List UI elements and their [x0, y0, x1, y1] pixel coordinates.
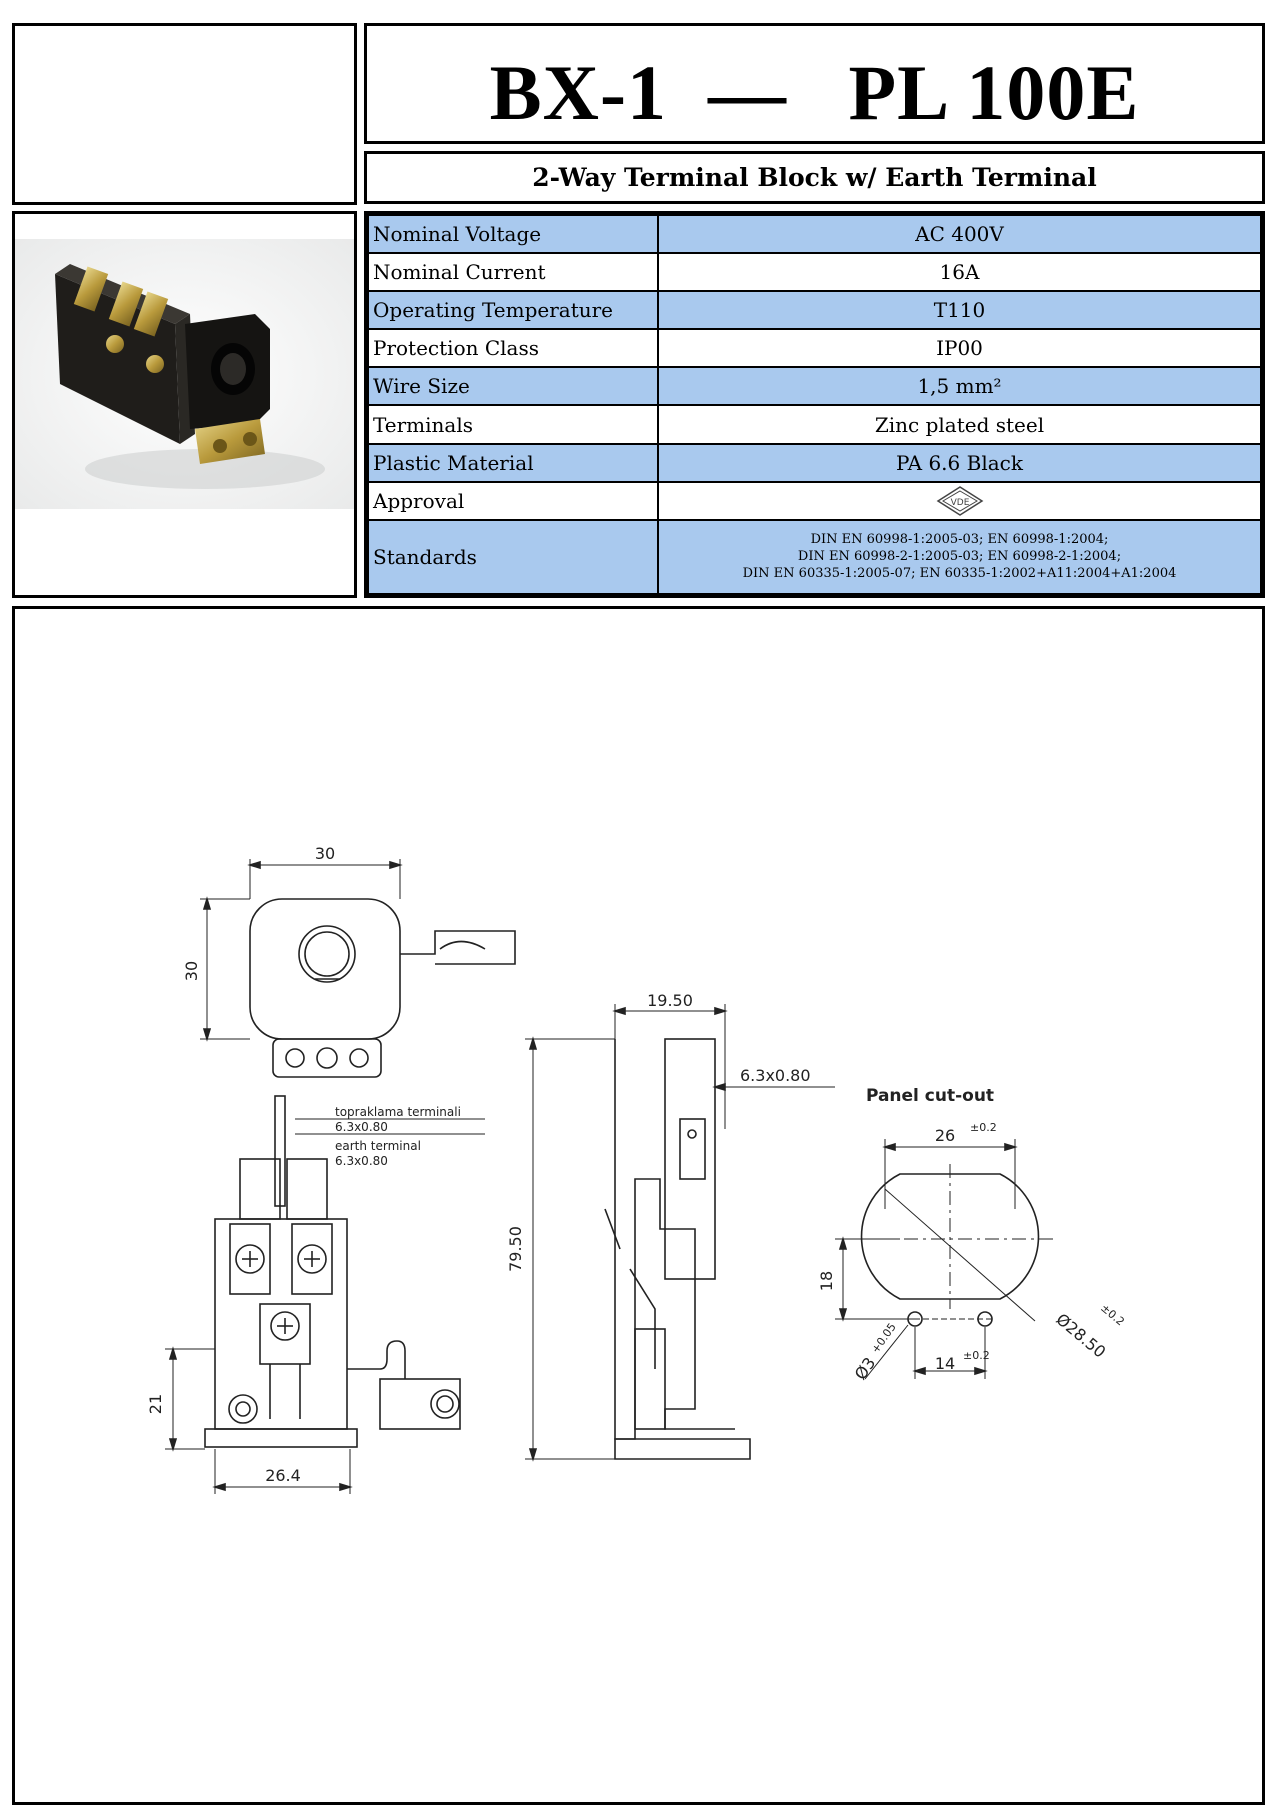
spec-value: PA 6.6 Black — [657, 442, 1262, 483]
label-terminal-en-size: 6.3x0.80 — [335, 1154, 388, 1168]
spec-row: Approval VDE — [367, 480, 1262, 521]
spec-label: Plastic Material — [367, 442, 659, 483]
subtitle-box: 2-Way Terminal Block w/ Earth Terminal — [364, 151, 1265, 204]
spec-label: Nominal Current — [367, 252, 659, 293]
spec-label: Standards — [367, 518, 659, 596]
spec-row: Standards DIN EN 60998-1:2005-03; EN 609… — [367, 518, 1262, 596]
spec-label: Wire Size — [367, 366, 659, 407]
spec-label: Nominal Voltage — [367, 213, 659, 255]
panel-26-tol: ±0.2 — [970, 1121, 997, 1134]
standards-line: DIN EN 60998-2-1:2005-03; EN 60998-2-1:2… — [797, 549, 1122, 565]
dim-tab: 6.3x0.80 — [740, 1066, 811, 1085]
spec-row: Wire Size 1,5 mm² — [367, 366, 1262, 407]
dim-front-width: 26.4 — [265, 1466, 301, 1485]
panel-title: Panel cut-out — [866, 1086, 994, 1106]
spec-label: Operating Temperature — [367, 290, 659, 331]
spec-row: Terminals Zinc plated steel — [367, 404, 1262, 445]
spec-table: Nominal Voltage AC 400V Nominal Current … — [367, 213, 1262, 596]
dim-side-depth: 19.50 — [647, 991, 693, 1010]
vde-mark-icon: VDE — [936, 485, 983, 516]
label-terminal-tr: topraklama terminali — [335, 1105, 461, 1119]
panel-dia: Ø28.50 — [1052, 1310, 1109, 1362]
panel-hole-tol: +0.05 — [869, 1321, 899, 1356]
panel-hole: Ø3 — [851, 1354, 880, 1384]
logo-box — [12, 23, 357, 205]
title-box: BX-1 — PL 100E — [364, 23, 1265, 144]
dim-front-21: 21 — [146, 1394, 165, 1414]
dim-top-height: 30 — [182, 961, 201, 981]
panel-cutout: Panel cut-out 26 ±0.2 Ø28.50 ±0.2 18 — [817, 1086, 1127, 1383]
spec-row: Plastic Material PA 6.6 Black — [367, 442, 1262, 483]
spec-label: Terminals — [367, 404, 659, 445]
side-view: 19.50 6.3x0.80 79.50 — [506, 991, 835, 1462]
product-subtitle: 2-Way Terminal Block w/ Earth Terminal — [532, 163, 1097, 192]
standards-cell: DIN EN 60998-1:2005-03; EN 60998-1:2004;… — [657, 518, 1262, 596]
spec-row: Nominal Voltage AC 400V — [367, 213, 1262, 255]
technical-drawing-box: 30 30 — [12, 606, 1265, 1805]
front-view: topraklama terminali 6.3x0.80 earth term… — [146, 1095, 485, 1494]
panel-14-tol: ±0.2 — [963, 1349, 990, 1362]
standards-line: DIN EN 60998-1:2005-03; EN 60998-1:2004; — [810, 532, 1109, 548]
panel-26: 26 — [935, 1126, 955, 1145]
label-terminal-en: earth terminal — [335, 1139, 421, 1153]
spec-value: 16A — [657, 252, 1262, 293]
spec-value: IP00 — [657, 328, 1262, 369]
dim-height: 79.50 — [506, 1226, 525, 1272]
panel-18: 18 — [817, 1271, 836, 1291]
spec-value: T110 — [657, 290, 1262, 331]
spec-table-box: Nominal Voltage AC 400V Nominal Current … — [364, 211, 1265, 598]
standards-line: DIN EN 60335-1:2005-07; EN 60335-1:2002+… — [742, 566, 1177, 582]
spec-value: Zinc plated steel — [657, 404, 1262, 445]
spec-value: 1,5 mm² — [657, 366, 1262, 407]
label-terminal-tr-size: 6.3x0.80 — [335, 1120, 388, 1134]
vde-mark-text: VDE — [950, 498, 969, 508]
product-photo — [15, 239, 354, 509]
spec-row: Protection Class IP00 — [367, 328, 1262, 369]
spec-row: Operating Temperature T110 — [367, 290, 1262, 331]
panel-14: 14 — [935, 1354, 955, 1373]
spec-row: Nominal Current 16A — [367, 252, 1262, 293]
spec-label: Protection Class — [367, 328, 659, 369]
technical-drawing: 30 30 — [146, 844, 1127, 1494]
model-title: BX-1 — PL 100E — [489, 49, 1140, 136]
panel-dia-tol: ±0.2 — [1098, 1301, 1127, 1328]
dim-top-width: 30 — [315, 844, 335, 863]
approval-cell: VDE — [657, 480, 1262, 521]
product-photo-box — [12, 211, 357, 598]
top-view: 30 30 — [182, 844, 516, 1078]
spec-label: Approval — [367, 480, 659, 521]
spec-value: AC 400V — [657, 213, 1262, 255]
